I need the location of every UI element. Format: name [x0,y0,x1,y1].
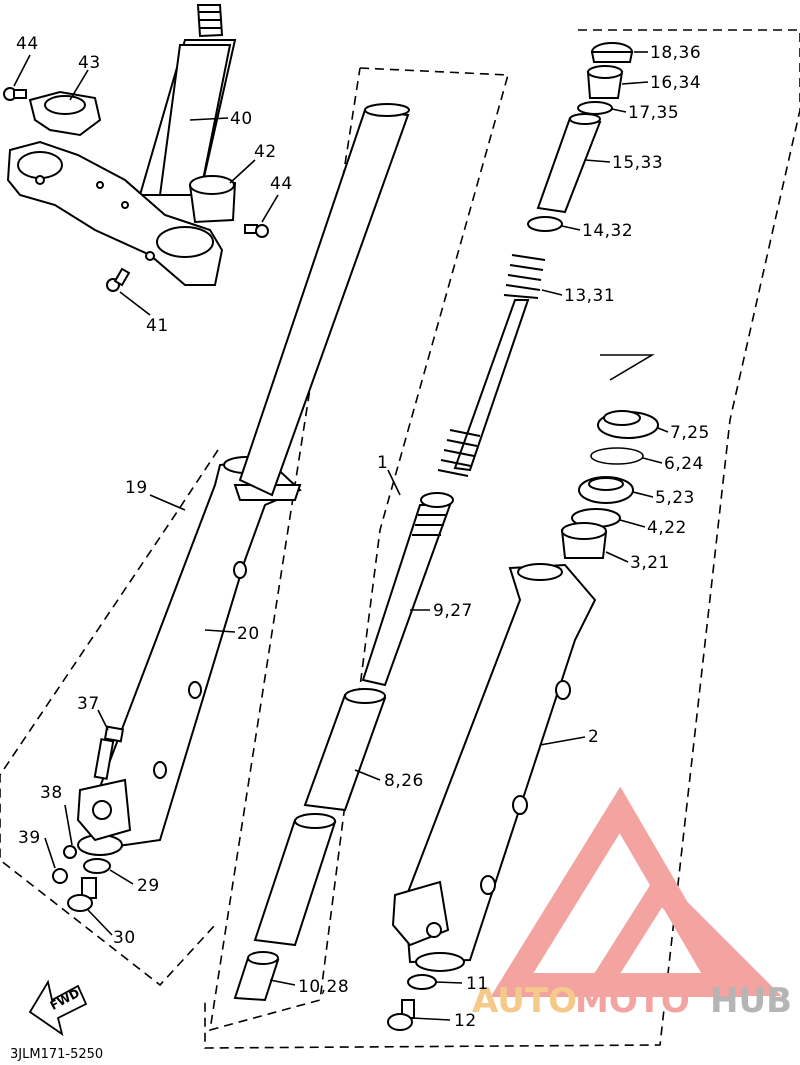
callout-9-27: 9,27 [433,601,473,621]
fwd-arrow-icon: FWD [28,979,88,1037]
callout-14-32: 14,32 [582,221,633,241]
group-outline-right [204,29,800,1049]
callout-10-28: 10,28 [298,977,349,997]
part-oil-seal-5-23 [578,476,634,504]
part-oring-17-35 [577,101,613,115]
callout-38: 38 [40,783,63,803]
part-bolt-44b [244,224,269,238]
callout-15-33: 15,33 [612,153,663,173]
part-bolt-37 [93,725,125,780]
part-spring-13-31 [437,254,546,477]
callout-17-35: 17,35 [628,103,679,123]
callout-13-31: 13,31 [564,286,615,306]
drawing-code: 3JLM171-5250 [10,1047,103,1062]
part-spacer-15-33 [536,113,602,214]
callout-11: 11 [466,974,489,994]
callout-41: 41 [146,316,169,336]
callout-8-26: 8,26 [384,771,424,791]
part-nut-39 [52,845,77,884]
callout-44-top: 44 [16,34,39,54]
callout-5-23: 5,23 [655,488,695,508]
callout-7-25: 7,25 [670,423,710,443]
leader-lines [13,51,669,1021]
part-oil-lock-10-28 [233,951,280,1002]
part-holder-42 [188,175,237,224]
part-clip-6-24 [590,447,644,465]
callout-3-21: 3,21 [630,553,670,573]
part-adjuster-16-34 [586,65,624,99]
part-washer-14-32 [527,216,563,232]
part-bolt-41 [106,267,131,292]
part-outer-tube-2 [391,563,597,972]
callout-1: 1 [377,453,388,473]
callout-42: 42 [254,142,277,162]
part-inner-tube-1 [238,103,410,497]
callout-16-34: 16,34 [650,73,701,93]
callout-29: 29 [137,876,160,896]
callout-6-24: 6,24 [664,454,704,474]
callout-4-22: 4,22 [647,518,687,538]
callout-44-right: 44 [270,174,293,194]
part-bolt-30 [67,877,97,912]
part-bolt-12 [387,999,415,1031]
part-washer-29 [83,858,111,874]
callout-30: 30 [113,928,136,948]
watermark-auto: AUTO [472,981,577,1021]
group-outline-right-bracket [600,354,655,381]
part-stem-cap-43 [28,90,102,137]
part-slide-metal-3-21 [560,522,608,559]
part-rebound-spring-8-26 [303,688,387,812]
part-damper-rod-9-27 [361,492,454,687]
callout-39: 39 [18,828,41,848]
watermark-moto: MOTO [575,981,690,1021]
part-dust-seal-7-25 [597,410,659,439]
group-outline-left [0,449,219,987]
callout-20: 20 [237,624,260,644]
part-axle-holder-38 [76,778,132,842]
callout-37: 37 [77,694,100,714]
callout-43: 43 [78,53,101,73]
part-washer-11 [407,974,437,990]
part-under-bracket [6,140,224,286]
part-slide-metal-10-28-upper [253,813,337,947]
callout-2: 2 [588,727,599,747]
callout-18-36: 18,36 [650,43,701,63]
part-cap-bolt-18-36 [590,42,634,63]
part-steering-stem [138,4,237,196]
callout-12: 12 [454,1011,477,1031]
callout-19: 19 [125,478,148,498]
watermark-hub: HUB [710,981,792,1021]
part-bolt-44a [3,87,27,101]
callout-40: 40 [230,109,253,129]
watermark-logo [490,786,782,997]
